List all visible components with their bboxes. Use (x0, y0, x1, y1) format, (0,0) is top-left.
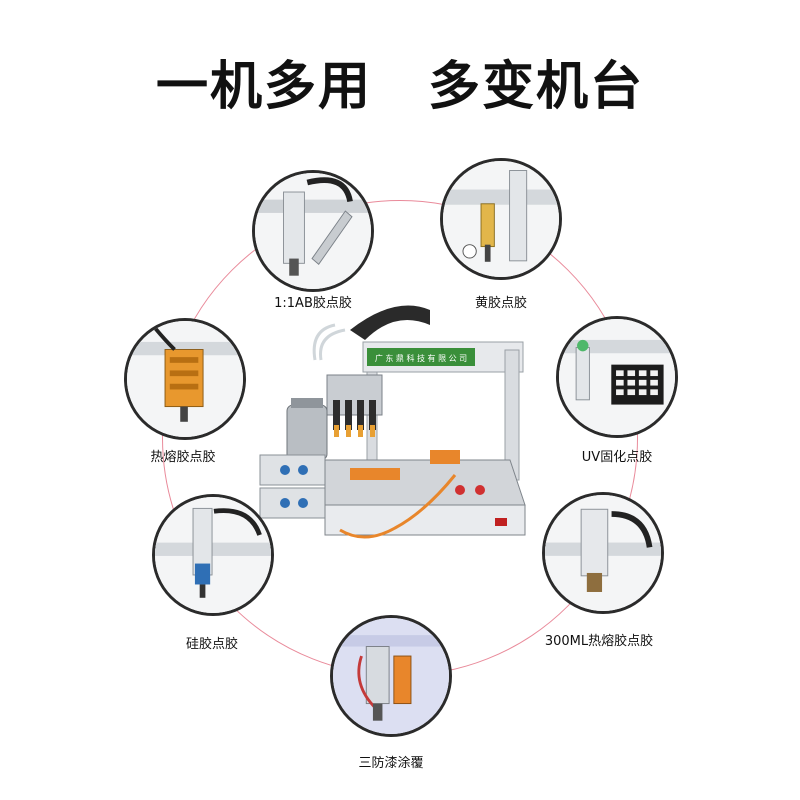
headline-right: 多变机台 (428, 57, 645, 117)
headline: 一机多用多变机台 (0, 44, 800, 119)
ab-glue-dispensing-head-icon (252, 170, 374, 292)
feature-label-yellow: 黄胶点胶 (474, 296, 527, 311)
feature-label-hot-melt: 热熔胶点胶 (150, 450, 216, 465)
uv-curing-lamp-icon (556, 316, 678, 438)
feature-label-300ml: 300ML热熔胶点胶 (544, 634, 654, 649)
brand-plate: 广 东 鼎 科 技 有 限 公 司 (375, 353, 467, 363)
feature-label-uv: UV固化点胶 (581, 450, 653, 465)
feature-label-silicone: 硅胶点胶 (185, 637, 238, 652)
yellow-glue-dispensing-head-icon (440, 158, 562, 280)
dispensing-machine-image: 广 东 鼎 科 技 有 限 公 司 (255, 290, 540, 550)
conformal-coating-head-icon (330, 615, 452, 737)
feature-label-coating: 三防漆涂覆 (358, 756, 424, 771)
headline-left: 一机多用 (155, 57, 372, 117)
silicone-dispensing-head-icon (152, 494, 274, 616)
feature-label-ab: 1:1AB胶点胶 (274, 296, 352, 311)
hot-melt-300ml-head-icon (542, 492, 664, 614)
hot-melt-dispensing-head-icon (124, 318, 246, 440)
